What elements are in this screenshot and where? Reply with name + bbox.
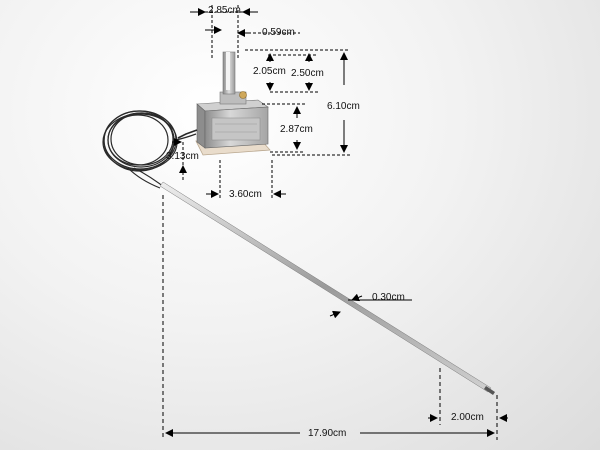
dim-shaft-spacing: 2.85cm xyxy=(208,5,241,16)
dim-body-depth: 3.13cm xyxy=(166,151,199,162)
dim-body-width: 3.60cm xyxy=(229,189,262,200)
dim-shaft-length: 2.50cm xyxy=(291,68,324,79)
dim-probe-tip: 2.00cm xyxy=(451,412,484,423)
dim-shaft-diameter: 0.59cm xyxy=(262,27,295,38)
dim-body-height: 2.87cm xyxy=(280,124,313,135)
dim-total-height: 6.10cm xyxy=(327,101,360,112)
sensor-probe xyxy=(159,181,495,395)
dimension-lines xyxy=(162,5,508,440)
dim-probe-length: 17.90cm xyxy=(308,428,347,439)
thermostat-body xyxy=(177,51,271,156)
dim-probe-diameter: 0.30cm xyxy=(372,292,405,303)
dim-shaft-length-small: 2.05cm xyxy=(253,66,286,77)
